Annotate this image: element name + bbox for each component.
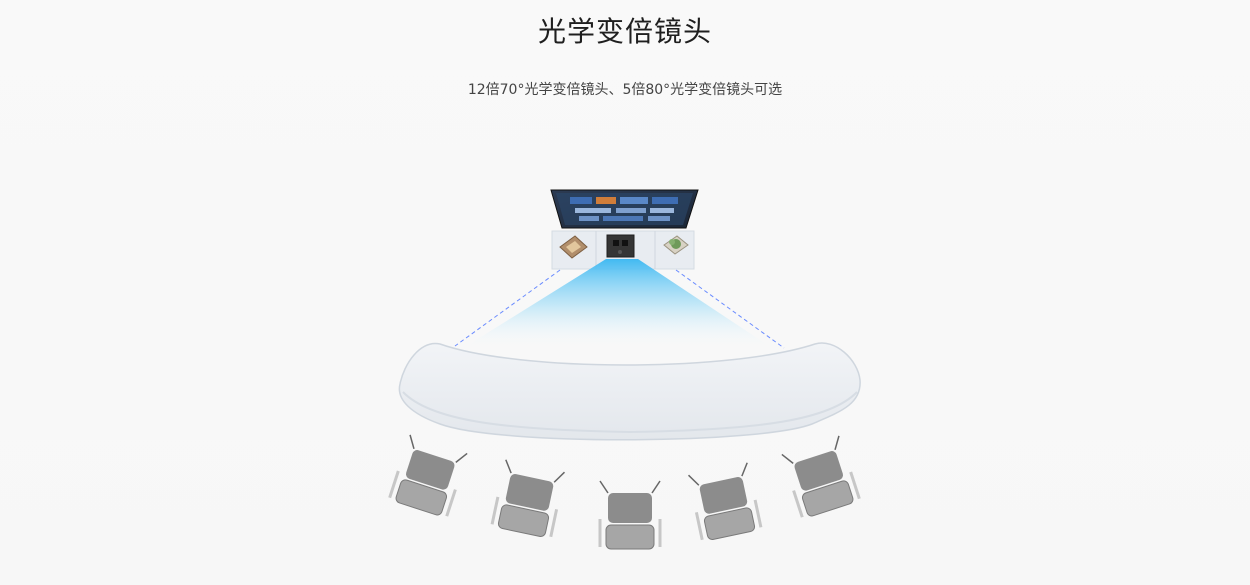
- tv-screen-icon: [551, 190, 698, 228]
- chair-icon: [492, 460, 565, 539]
- camera-beam: [460, 259, 775, 350]
- chair-icon: [600, 481, 660, 549]
- conference-table-icon: [399, 343, 860, 440]
- camera-icon: [607, 235, 634, 257]
- chair-icon: [782, 436, 860, 519]
- chair-icon: [689, 463, 762, 542]
- chair-icon: [389, 435, 467, 518]
